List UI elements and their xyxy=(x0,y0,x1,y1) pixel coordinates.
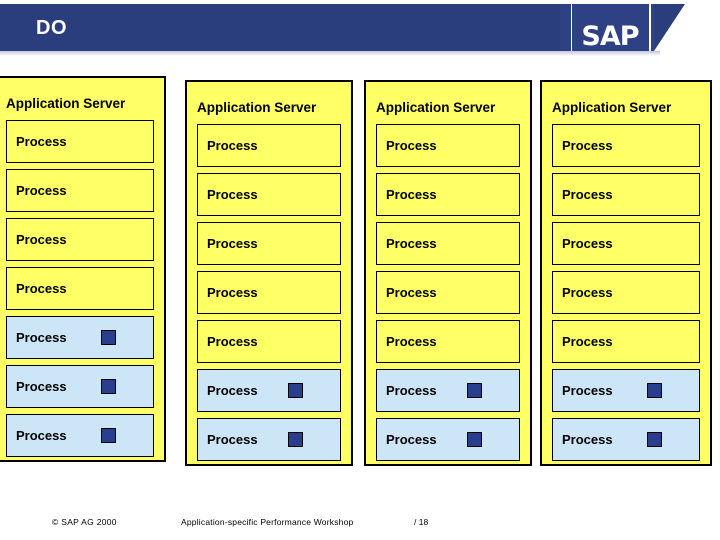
header-bar-background xyxy=(0,4,654,51)
process-label: Process xyxy=(562,432,613,447)
process-box[interactable]: Process xyxy=(197,173,341,216)
process-label: Process xyxy=(16,134,67,149)
process-box[interactable]: Process xyxy=(197,271,341,314)
process-label: Process xyxy=(207,285,258,300)
process-busy-marker-icon xyxy=(647,383,662,398)
process-label: Process xyxy=(562,334,613,349)
process-label: Process xyxy=(386,236,437,251)
process-label: Process xyxy=(386,187,437,202)
process-box[interactable]: Process xyxy=(376,222,520,265)
application-server-title: Application Server xyxy=(6,96,126,111)
process-box[interactable]: Process xyxy=(6,316,154,359)
process-label: Process xyxy=(16,379,67,394)
process-box[interactable]: Process xyxy=(552,418,700,461)
process-box[interactable]: Process xyxy=(6,414,154,457)
process-box[interactable]: Process xyxy=(197,369,341,412)
process-label: Process xyxy=(562,236,613,251)
process-box[interactable]: Process xyxy=(376,271,520,314)
process-box[interactable]: Process xyxy=(6,365,154,408)
footer-copyright: © SAP AG 2000 xyxy=(52,517,117,527)
process-label: Process xyxy=(207,187,258,202)
header-divider-right xyxy=(649,4,651,51)
process-label: Process xyxy=(16,281,67,296)
header-shadow xyxy=(0,51,660,56)
process-box[interactable]: Process xyxy=(6,120,154,163)
process-label: Process xyxy=(386,383,437,398)
process-box[interactable]: Process xyxy=(552,124,700,167)
header-divider-left xyxy=(571,4,572,51)
process-label: Process xyxy=(207,138,258,153)
process-busy-marker-icon xyxy=(647,432,662,447)
slide-footer: © SAP AG 2000 Application-specific Perfo… xyxy=(0,515,720,535)
process-label: Process xyxy=(562,285,613,300)
process-box[interactable]: Process xyxy=(376,124,520,167)
header-bar-logo-panel xyxy=(560,4,654,51)
process-busy-marker-icon xyxy=(467,383,482,398)
process-busy-marker-icon xyxy=(467,432,482,447)
process-label: Process xyxy=(207,383,258,398)
process-box[interactable]: Process xyxy=(6,218,154,261)
process-label: Process xyxy=(562,383,613,398)
process-label: Process xyxy=(386,334,437,349)
process-box[interactable]: Process xyxy=(197,124,341,167)
process-label: Process xyxy=(16,330,67,345)
process-busy-marker-icon xyxy=(288,383,303,398)
application-server-title: Application Server xyxy=(552,100,672,115)
process-busy-marker-icon xyxy=(288,432,303,447)
process-label: Process xyxy=(386,285,437,300)
process-label: Process xyxy=(207,334,258,349)
process-box[interactable]: Process xyxy=(552,173,700,216)
process-label: Process xyxy=(207,432,258,447)
process-label: Process xyxy=(562,187,613,202)
process-label: Process xyxy=(386,138,437,153)
process-label: Process xyxy=(16,183,67,198)
footer-workshop-title: Application-specific Performance Worksho… xyxy=(181,517,354,527)
application-server-title: Application Server xyxy=(376,100,496,115)
footer-page-number: / 18 xyxy=(414,517,429,527)
slide-header: DO SAP xyxy=(0,4,720,51)
process-box[interactable]: Process xyxy=(197,418,341,461)
process-box[interactable]: Process xyxy=(197,222,341,265)
process-box[interactable]: Process xyxy=(376,320,520,363)
process-box[interactable]: Process xyxy=(197,320,341,363)
process-box[interactable]: Process xyxy=(376,418,520,461)
application-server-title: Application Server xyxy=(197,100,317,115)
process-box[interactable]: Process xyxy=(552,320,700,363)
sap-logo: SAP xyxy=(581,21,639,52)
process-box[interactable]: Process xyxy=(6,267,154,310)
process-busy-marker-icon xyxy=(101,428,116,443)
process-busy-marker-icon xyxy=(101,330,116,345)
process-box[interactable]: Process xyxy=(552,271,700,314)
process-label: Process xyxy=(562,138,613,153)
page-title: DO xyxy=(36,17,67,39)
process-label: Process xyxy=(16,232,67,247)
process-label: Process xyxy=(207,236,258,251)
process-box[interactable]: Process xyxy=(552,222,700,265)
process-box[interactable]: Process xyxy=(376,369,520,412)
process-label: Process xyxy=(386,432,437,447)
process-box[interactable]: Process xyxy=(376,173,520,216)
process-box[interactable]: Process xyxy=(6,169,154,212)
process-label: Process xyxy=(16,428,67,443)
process-busy-marker-icon xyxy=(101,379,116,394)
header-wedge-shape xyxy=(654,4,685,51)
process-box[interactable]: Process xyxy=(552,369,700,412)
